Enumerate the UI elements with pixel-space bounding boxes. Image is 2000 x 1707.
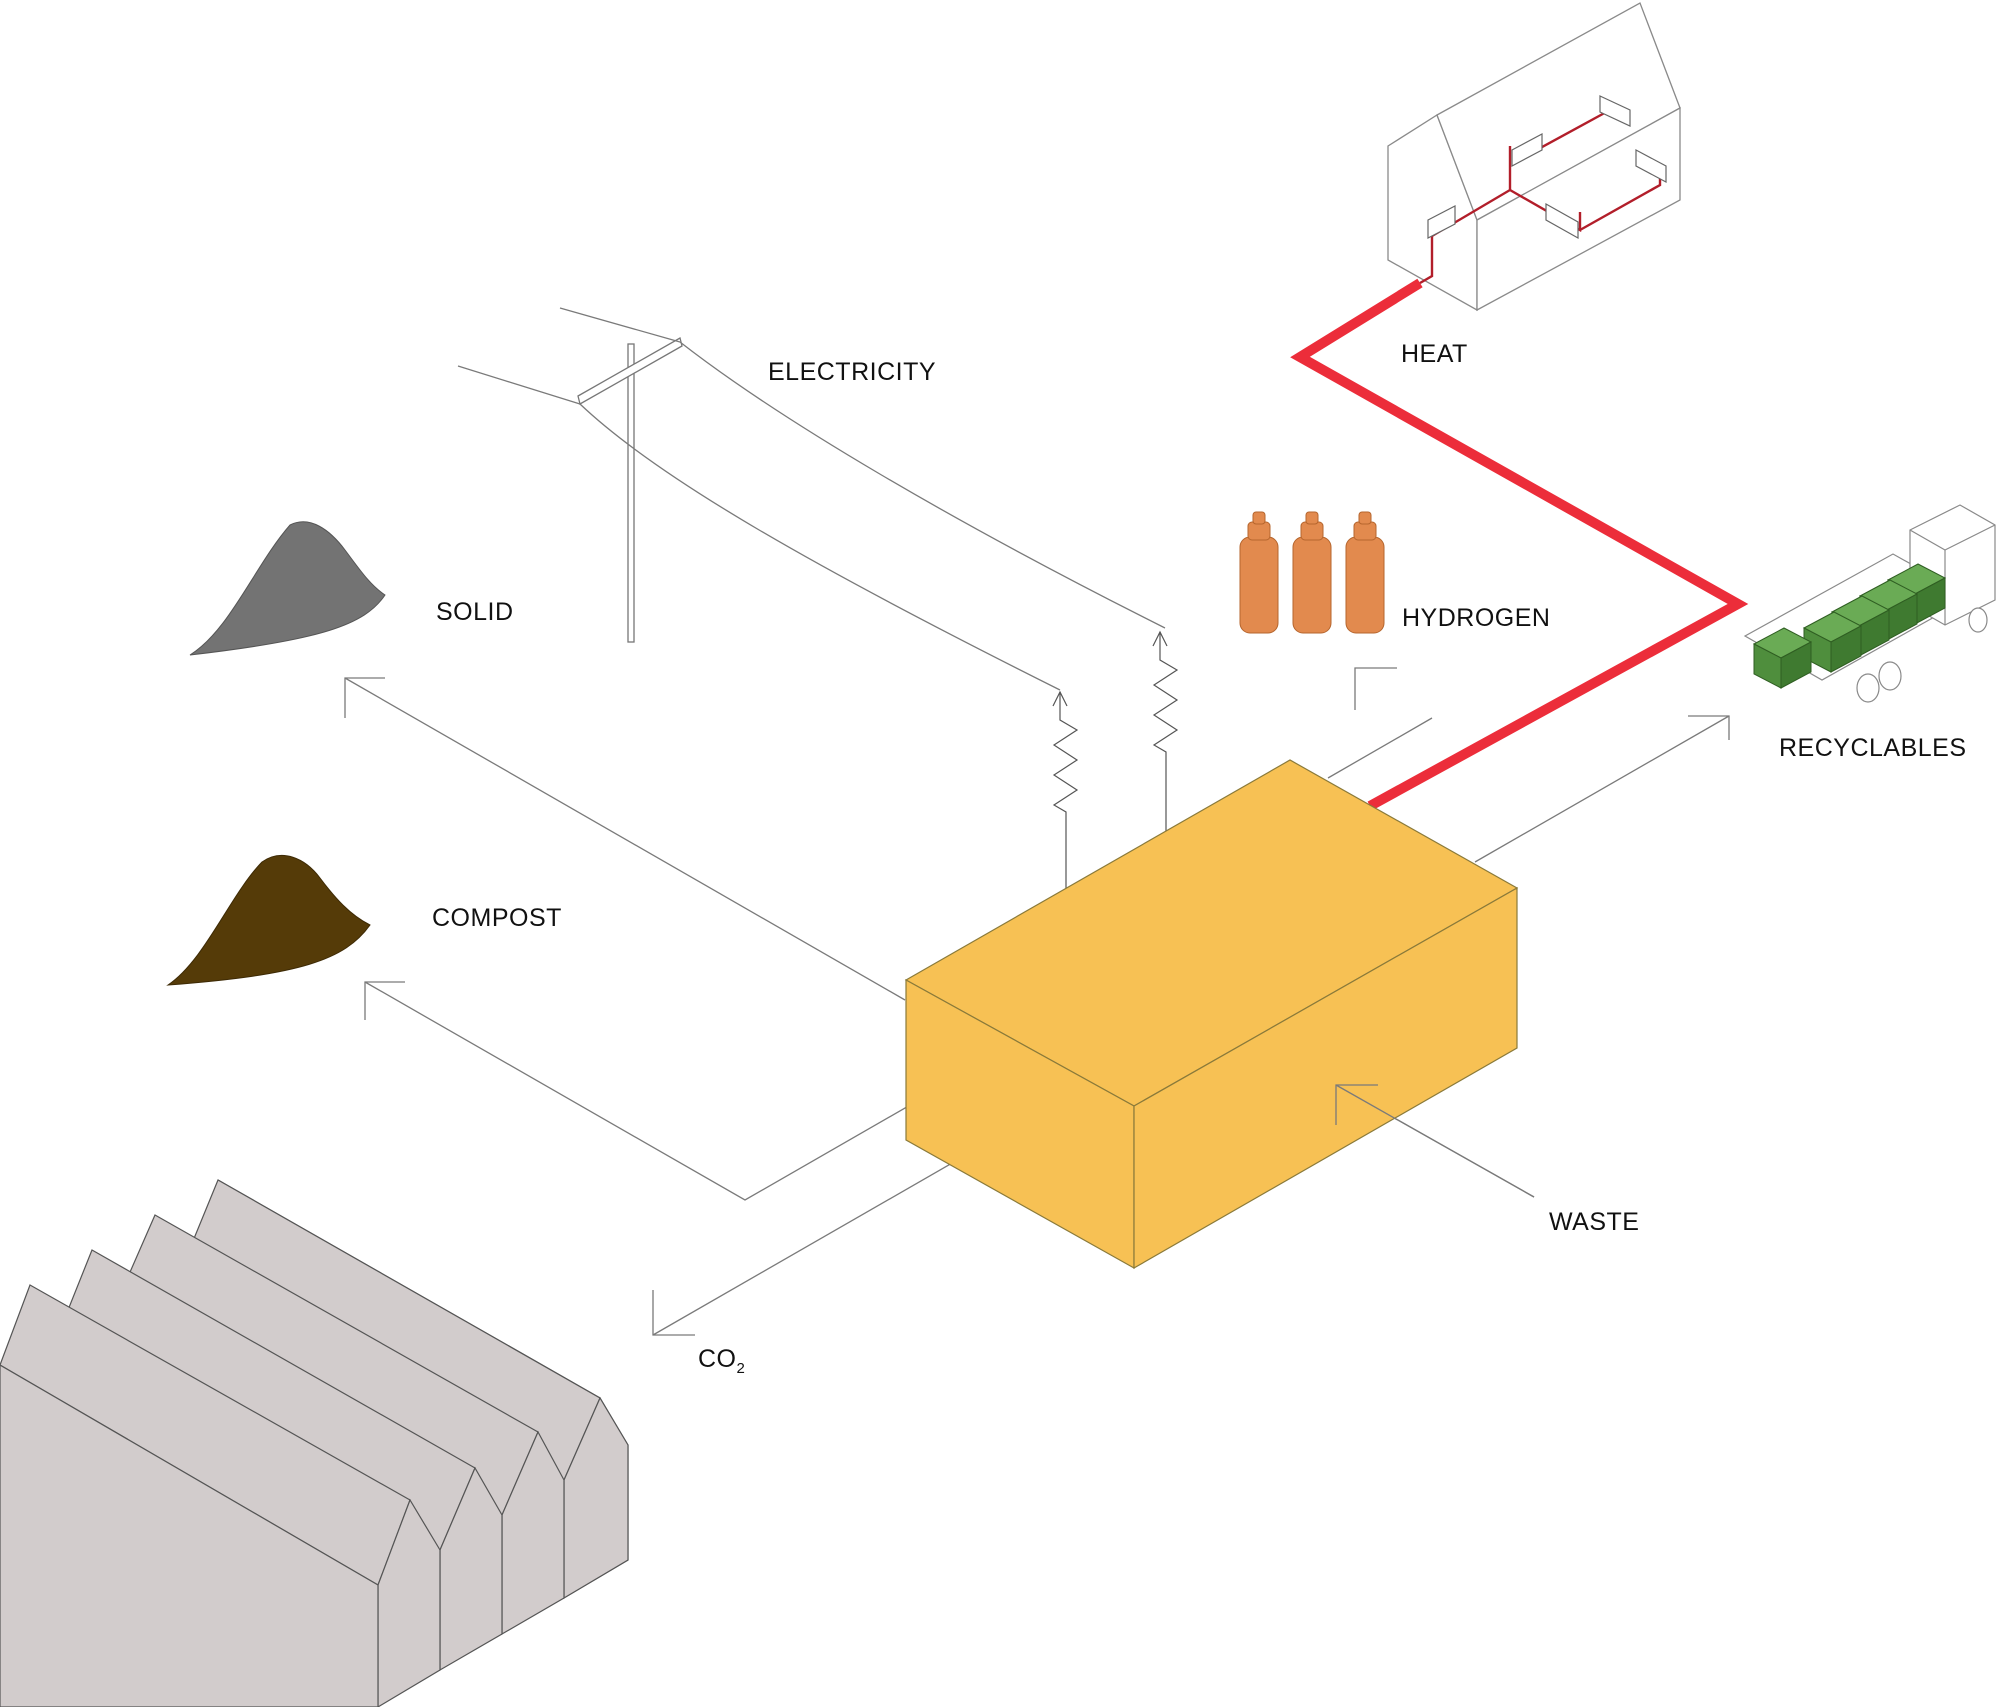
label-solid: SOLID xyxy=(436,598,514,626)
radiator-icon xyxy=(1427,95,1667,240)
label-recyclables: RECYCLABLES xyxy=(1779,734,1967,762)
hydrogen-arrow xyxy=(1327,667,1433,779)
gas-bottle-icon xyxy=(1239,511,1385,634)
recyclables-crates xyxy=(1752,563,1947,689)
heat-pipe xyxy=(1290,278,1749,811)
house-icon xyxy=(1387,2,1681,312)
label-compost: COMPOST xyxy=(432,904,562,932)
compost-pile-icon xyxy=(166,854,371,986)
label-co2-main: CO xyxy=(698,1345,737,1373)
power-pole-icon xyxy=(457,307,1166,691)
label-heat: HEAT xyxy=(1401,340,1468,368)
recyclables-arrow xyxy=(1474,715,1730,863)
label-waste: WASTE xyxy=(1549,1208,1640,1236)
label-electricity: ELECTRICITY xyxy=(768,358,937,386)
plant-box-icon xyxy=(904,759,1519,1270)
greenhouse-icon xyxy=(0,1179,629,1707)
electricity-arrows xyxy=(1052,630,1179,916)
solid-arrow xyxy=(344,677,906,1001)
arrows-over-plant xyxy=(905,980,1535,1198)
label-co2: CO2 xyxy=(698,1345,745,1377)
label-hydrogen: HYDROGEN xyxy=(1402,604,1551,632)
compost-arrow xyxy=(364,981,946,1201)
solid-pile-icon xyxy=(189,521,386,656)
label-co2-subscript: 2 xyxy=(736,1360,746,1377)
